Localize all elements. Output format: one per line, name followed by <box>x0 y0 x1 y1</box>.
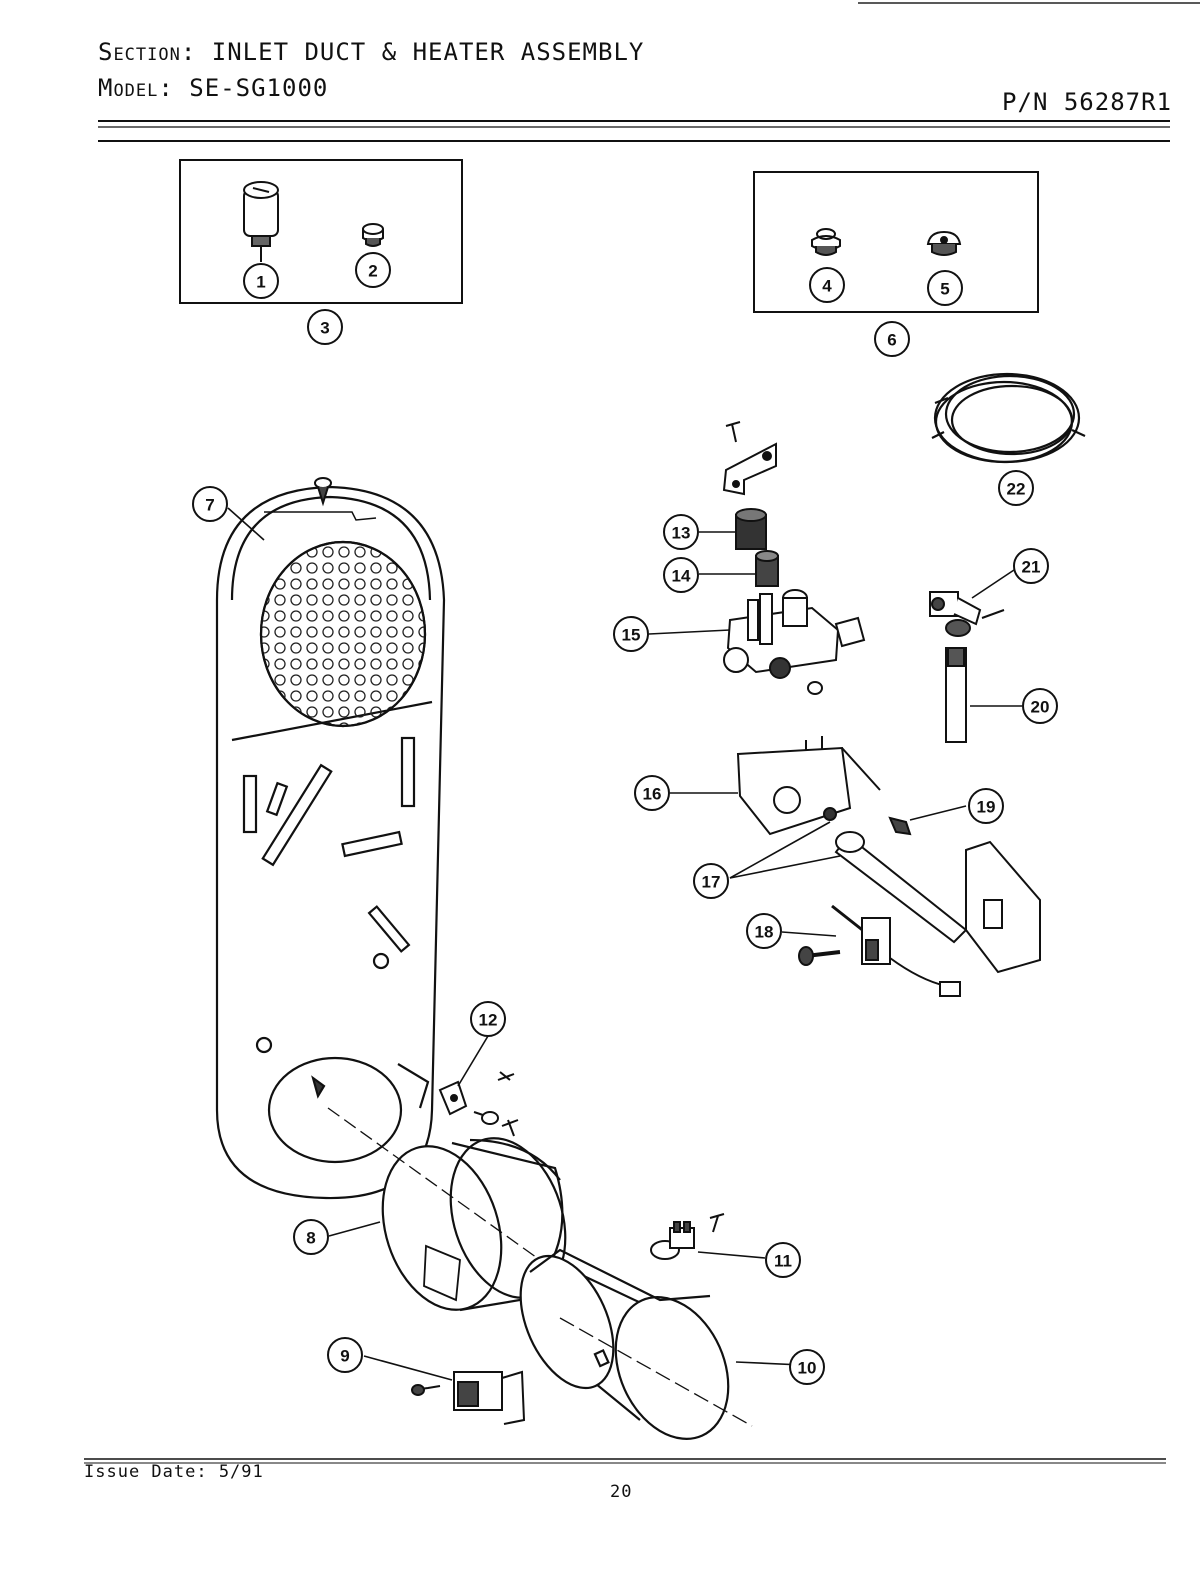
callout-11: 11 <box>765 1242 801 1278</box>
callout-21: 21 <box>1013 548 1049 584</box>
callout-3: 3 <box>307 309 343 345</box>
callout-6-label: 6 <box>887 331 896 350</box>
callout-2-label: 2 <box>368 262 377 281</box>
callout-12: 12 <box>470 1001 506 1037</box>
wire-harness-icon <box>931 372 1086 464</box>
callout-7: 7 <box>192 486 228 522</box>
spark-igniter-icon <box>798 904 961 997</box>
sensor-icon <box>650 1213 725 1260</box>
callout-18-label: 18 <box>755 923 774 942</box>
callout-4: 4 <box>809 267 845 303</box>
callout-14: 14 <box>663 557 699 593</box>
screw-icon <box>314 477 332 507</box>
callout-20: 20 <box>1022 688 1058 724</box>
part-1-cylinder-icon <box>243 181 279 262</box>
gas-valve-icon <box>723 589 866 695</box>
callout-17: 17 <box>693 863 729 899</box>
coil-icon <box>735 508 779 587</box>
page-number: 20 <box>610 1482 633 1502</box>
callout-19-label: 19 <box>977 798 996 817</box>
section-line: Section: INLET DUCT & HEATER ASSEMBLY <box>98 38 644 66</box>
part-number: P/N 56287R1 <box>1002 88 1172 116</box>
callout-11-label: 11 <box>774 1252 792 1271</box>
burner-tube-icon <box>519 1248 753 1440</box>
callout-17-label: 17 <box>702 873 721 892</box>
callout-22: 22 <box>998 470 1034 506</box>
callout-13-label: 13 <box>672 524 691 543</box>
callout-13: 13 <box>663 514 699 550</box>
callout-7-label: 7 <box>205 496 214 515</box>
kit-box-6 <box>753 171 1039 313</box>
callout-10-label: 10 <box>798 1359 817 1378</box>
model-number: SE-SG1000 <box>189 74 329 102</box>
callout-10: 10 <box>789 1349 825 1385</box>
callout-15: 15 <box>613 616 649 652</box>
callout-5-label: 5 <box>940 280 949 299</box>
callout-1: 1 <box>243 263 279 299</box>
callout-15-label: 15 <box>622 626 641 645</box>
mount-bracket-icon <box>722 421 777 496</box>
burner-bracket-icon <box>736 736 881 836</box>
callout-6: 6 <box>874 321 910 357</box>
callout-9-label: 9 <box>340 1347 349 1366</box>
callout-8-label: 8 <box>306 1229 315 1248</box>
callout-8: 8 <box>293 1219 329 1255</box>
pipe-icon <box>945 647 967 743</box>
callout-4-label: 4 <box>822 277 832 296</box>
callout-22-label: 22 <box>1007 480 1026 499</box>
callout-16-label: 16 <box>643 785 662 804</box>
part-5-plug-icon <box>926 230 962 256</box>
section-title: INLET DUCT & HEATER ASSEMBLY <box>211 38 645 66</box>
model-label: Model: <box>98 74 174 102</box>
duct-tube-icon <box>327 1107 567 1312</box>
callout-14-label: 14 <box>672 567 691 586</box>
elbow-fitting-icon <box>929 591 1005 637</box>
callout-5: 5 <box>927 270 963 306</box>
bracket-icon <box>438 1071 519 1137</box>
igniter-icon <box>411 1370 526 1425</box>
callout-18: 18 <box>746 913 782 949</box>
callout-16: 16 <box>634 775 670 811</box>
issue-date: Issue Date: 5/91 <box>84 1462 264 1482</box>
thermostat-icon <box>834 816 1041 974</box>
callout-3-label: 3 <box>320 319 329 338</box>
part-2-plug-icon <box>362 223 384 247</box>
callout-20-label: 20 <box>1031 698 1050 717</box>
callout-21-label: 21 <box>1022 558 1041 577</box>
model-line: Model: SE-SG1000 <box>98 74 328 102</box>
duct-panel-icon <box>215 485 446 1200</box>
callout-1-label: 1 <box>256 273 265 292</box>
callout-12-label: 12 <box>479 1011 498 1030</box>
kit-box-3 <box>179 159 463 304</box>
callout-19: 19 <box>968 788 1004 824</box>
callout-9: 9 <box>327 1337 363 1373</box>
part-4-plug-icon <box>811 228 841 256</box>
section-label: Section: <box>98 38 197 66</box>
leader-lines <box>227 507 1022 1381</box>
callout-2: 2 <box>355 252 391 288</box>
